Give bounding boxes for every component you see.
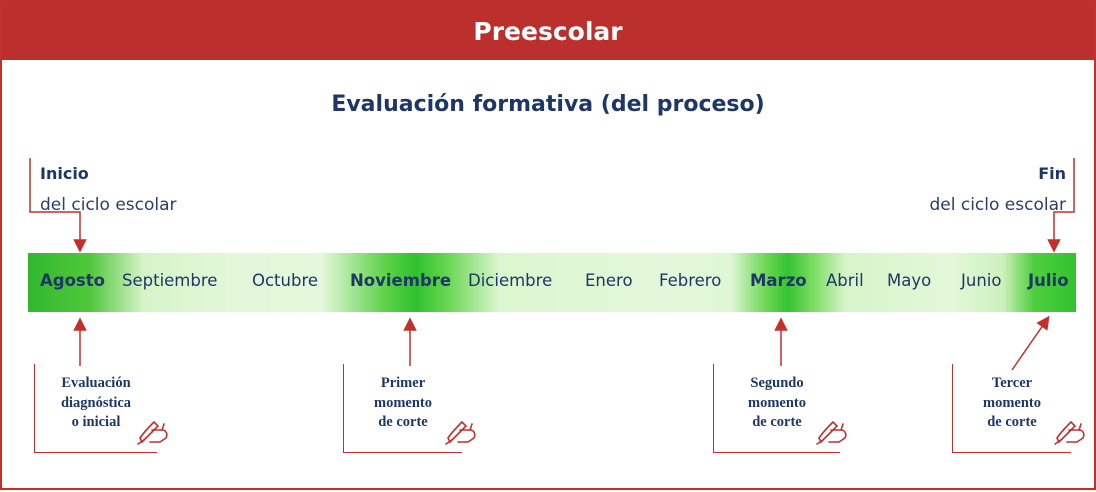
month-agosto: Agosto <box>40 271 105 290</box>
eval-line: momento <box>748 394 806 411</box>
writing-hand-icon <box>816 420 847 445</box>
subtitle: Evaluación formativa (del proceso) <box>331 92 765 117</box>
eval-line: diagnóstica <box>60 394 132 411</box>
eval-line: de corte <box>752 414 802 430</box>
header-bar: Preescolar <box>2 2 1094 60</box>
start-label: Inicio del ciclo escolar <box>40 164 177 215</box>
month-octubre: Octubre <box>252 271 319 290</box>
eval-line: de corte <box>987 414 1037 430</box>
page-title: Preescolar <box>473 16 623 46</box>
eval-line: Segundo <box>750 375 804 391</box>
month-enero: Enero <box>585 271 633 290</box>
start-label-bold: Inicio <box>40 164 89 183</box>
month-mayo: Mayo <box>887 271 932 290</box>
month-noviembre: Noviembre <box>350 271 452 290</box>
month-julio: Julio <box>1028 271 1069 290</box>
eval-line: Tercer <box>991 375 1033 391</box>
month-febrero: Febrero <box>659 271 722 290</box>
eval-line: Primer <box>380 375 426 391</box>
writing-hand-icon <box>137 420 168 445</box>
evaluation-box-diagnostica: Evaluación diagnóstica o inicial <box>34 364 157 453</box>
start-bracket <box>29 158 87 253</box>
month-junio: Junio <box>961 271 1002 290</box>
writing-hand-icon <box>445 420 476 445</box>
start-label-text: del ciclo escolar <box>40 195 177 215</box>
month-septiembre: Septiembre <box>122 271 218 290</box>
evaluation-box-tercer-corte: Tercer momento de corte <box>952 364 1071 453</box>
arrow-up-julio <box>1011 315 1050 371</box>
evaluation-box-primer-corte: Primer momento de corte <box>343 364 462 453</box>
month-marzo: Marzo <box>750 271 807 290</box>
end-label: Fin del ciclo escolar <box>929 164 1066 215</box>
writing-hand-icon <box>1054 420 1085 445</box>
evaluation-box-segundo-corte: Segundo momento de corte <box>713 364 840 453</box>
eval-line: de corte <box>378 414 428 430</box>
eval-line: momento <box>374 394 432 411</box>
end-label-text: del ciclo escolar <box>929 195 1066 215</box>
month-abril: Abril <box>826 271 864 290</box>
month-diciembre: Diciembre <box>468 271 553 290</box>
eval-line: o inicial <box>71 414 121 430</box>
timeline-bar <box>28 253 1076 312</box>
end-label-bold: Fin <box>1038 164 1066 183</box>
eval-line: momento <box>983 394 1041 411</box>
eval-line: Evaluación <box>61 375 131 391</box>
end-bracket <box>1047 158 1075 253</box>
